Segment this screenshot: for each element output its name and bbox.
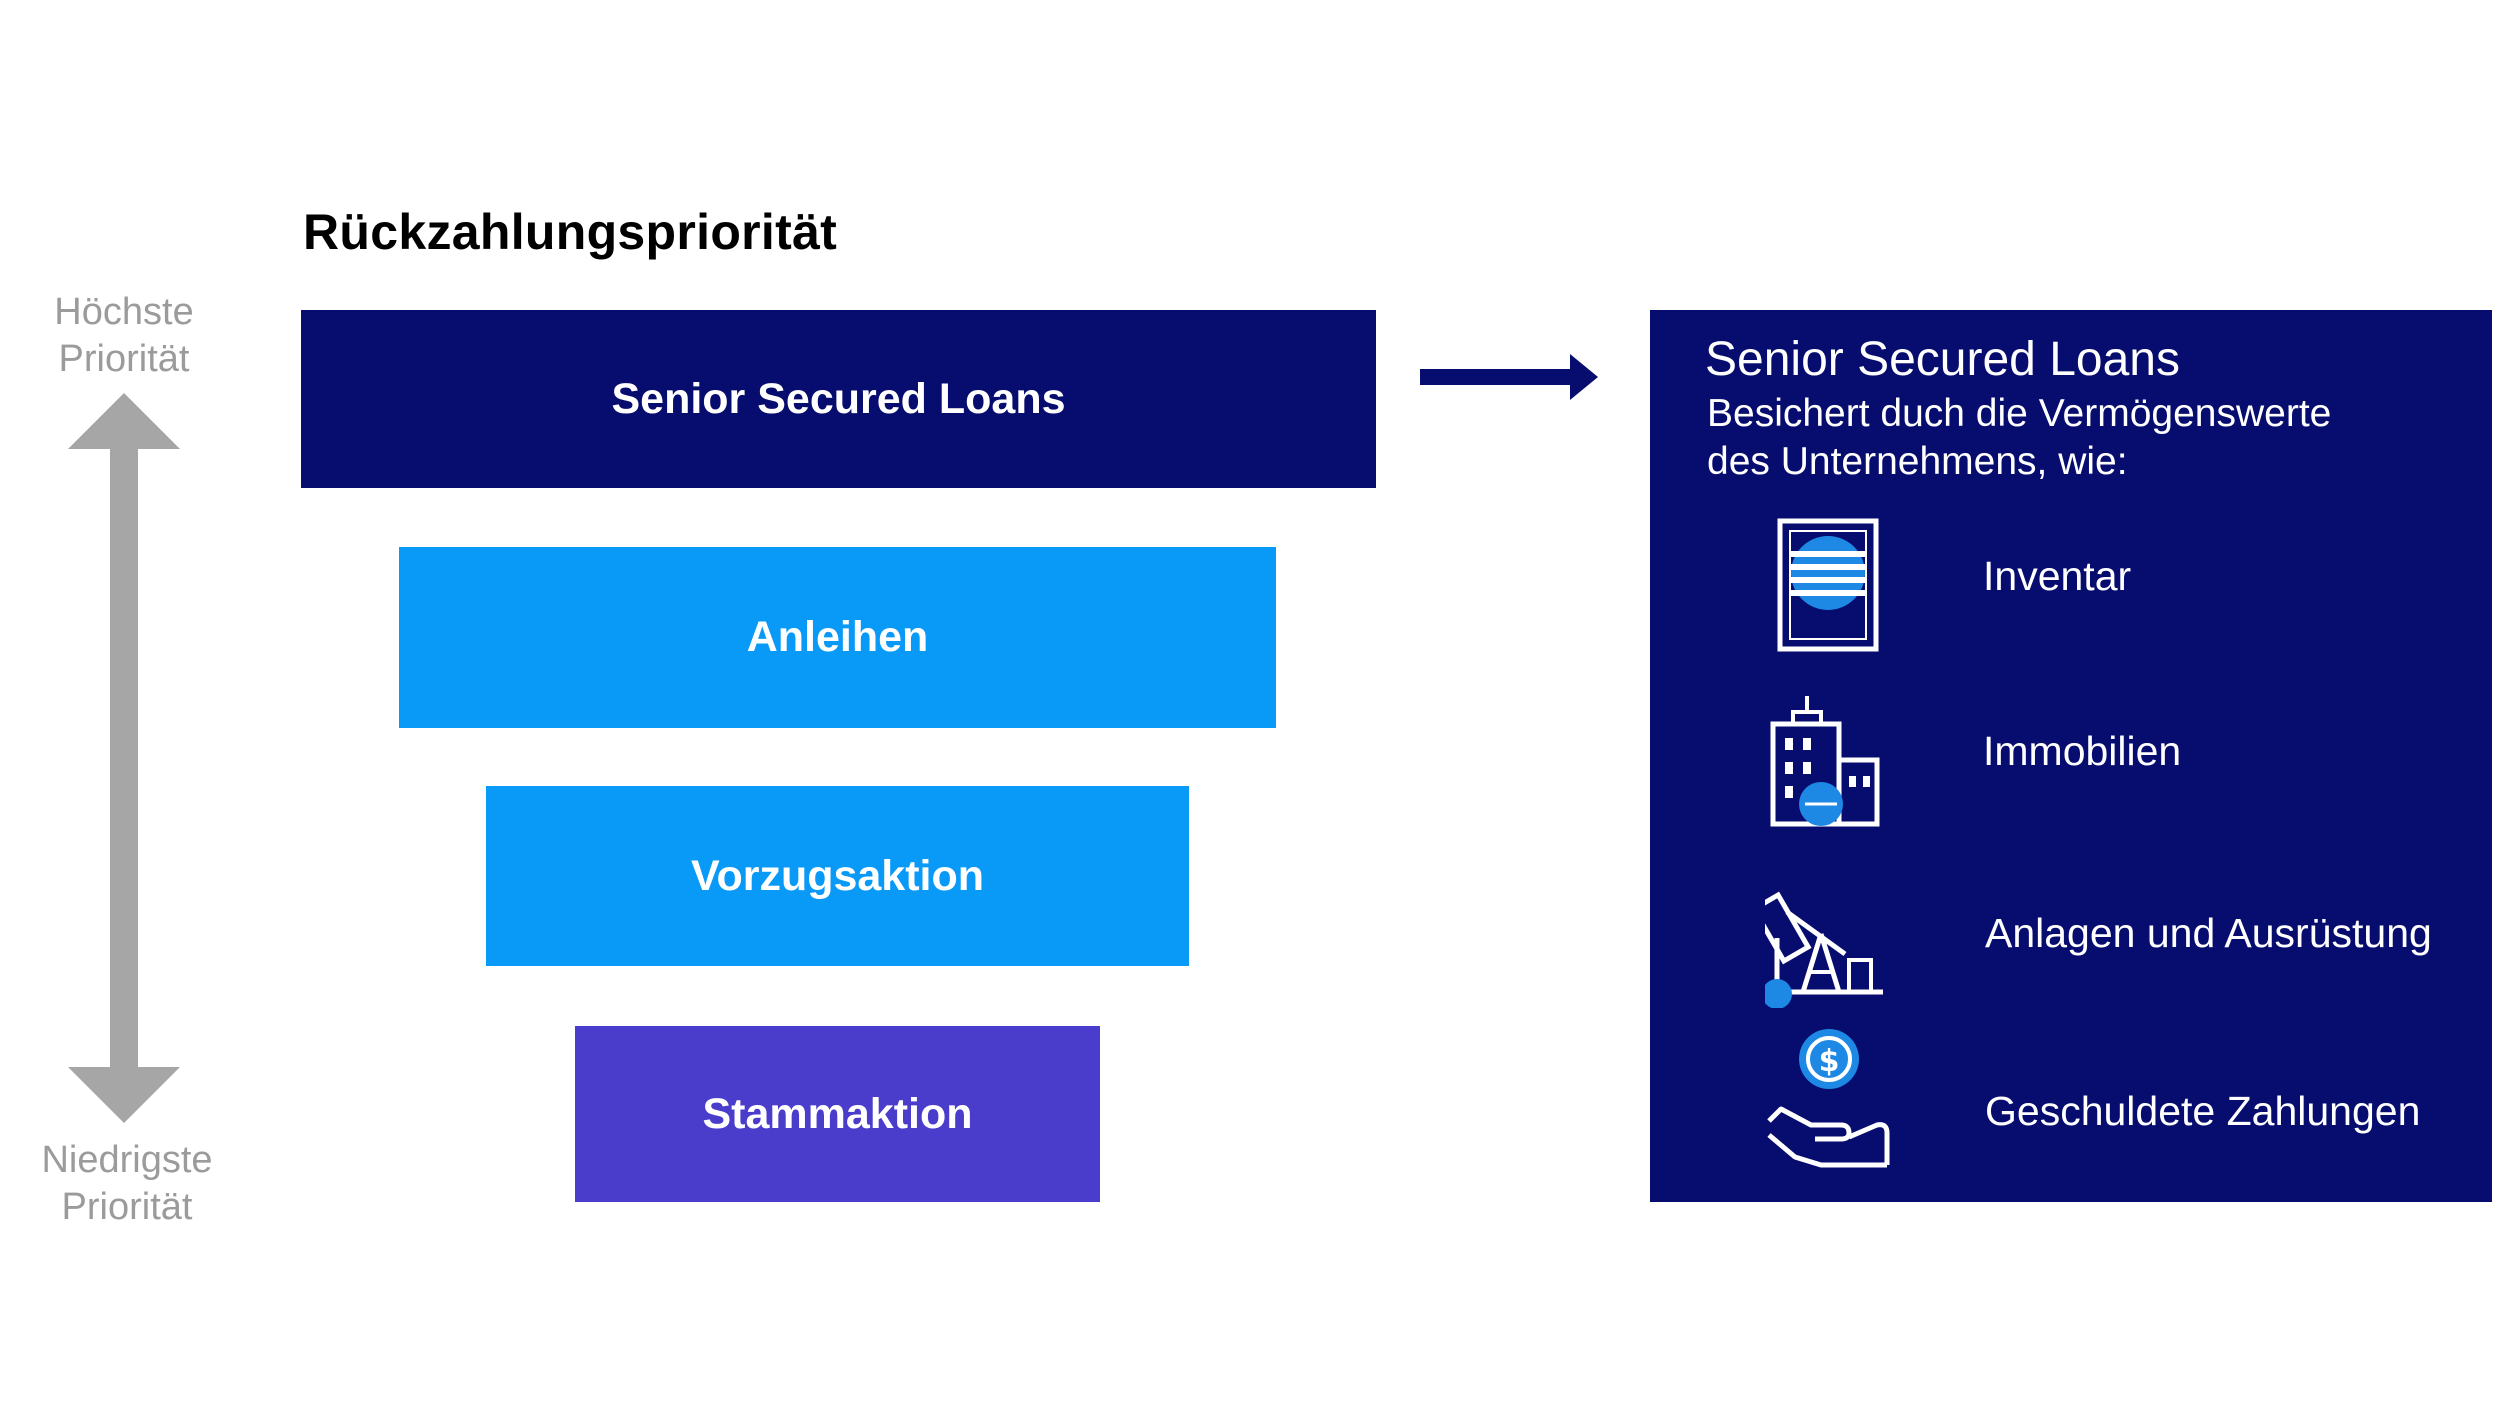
- tier-stammaktion: Stammaktion: [575, 1026, 1100, 1202]
- senior-secured-loans-panel: Senior Secured Loans Besichert duch die …: [1650, 310, 2492, 1202]
- tier-senior-secured-loans: Senior Secured Loans: [301, 310, 1376, 488]
- asset-label-anlagen: Anlagen und Ausrüstung: [1985, 910, 2432, 956]
- tier-vorzugsaktion: Vorzugsaktion: [486, 786, 1189, 966]
- tier-label: Anleihen: [746, 613, 929, 661]
- oil-pump-icon: [1765, 891, 1883, 1008]
- panel-subtitle: Besichert duch die Vermögenswerte des Un…: [1707, 390, 2331, 486]
- panel-subtitle-line-1: Besichert duch die Vermögenswerte: [1707, 392, 2332, 435]
- highest-priority-line-1: Höchste: [54, 291, 194, 333]
- buildings-icon: [1770, 696, 1880, 827]
- inventory-document-icon: [1777, 518, 1879, 652]
- panel-title: Senior Secured Loans: [1705, 333, 2180, 386]
- lowest-priority-line-1: Niedrigste: [41, 1139, 213, 1181]
- tier-label: Vorzugsaktion: [690, 851, 985, 900]
- connector-arrow: [1420, 354, 1598, 400]
- svg-text:$: $: [1819, 1044, 1840, 1079]
- highest-priority-line-2: Priorität: [58, 338, 190, 380]
- lowest-priority-line-2: Priorität: [61, 1186, 193, 1228]
- tier-anleihen: Anleihen: [399, 547, 1276, 728]
- priority-double-arrow: [68, 393, 180, 1123]
- tier-label: Senior Secured Loans: [611, 374, 1066, 423]
- asset-label-zahlungen: Geschuldete Zahlungen: [1985, 1088, 2421, 1134]
- asset-label-immobilien: Immobilien: [1983, 728, 2182, 774]
- tier-label: Stammaktion: [702, 1089, 973, 1138]
- lowest-priority-label: Niedrigste Priorität: [7, 1137, 247, 1231]
- hand-dollar-coin-icon: $: [1767, 1029, 1890, 1168]
- asset-label-inventar: Inventar: [1983, 553, 2132, 599]
- diagram-title: Rückzahlungspriorität: [303, 204, 838, 260]
- highest-priority-label: Höchste Priorität: [4, 289, 244, 383]
- panel-subtitle-line-2: des Unternehmens, wie:: [1707, 440, 2128, 483]
